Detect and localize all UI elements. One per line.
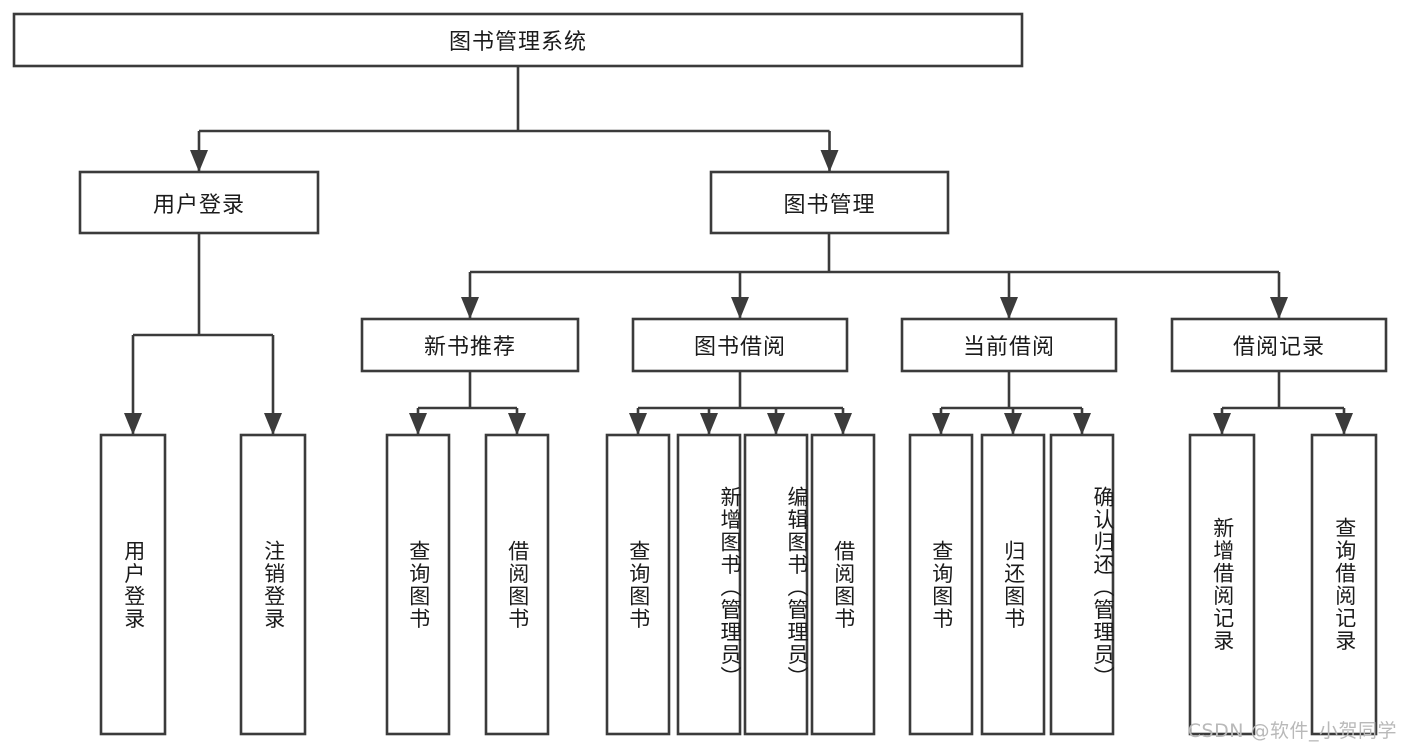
arrow-head-icon-leaf-logout bbox=[264, 413, 282, 435]
node-box-records[interactable] bbox=[1170, 317, 1388, 373]
arrow-head-icon-leaf-b-query bbox=[629, 413, 647, 435]
node-box-leaf-c-return[interactable] bbox=[980, 433, 1046, 736]
arrow-head-icon-newrec bbox=[461, 297, 479, 319]
node-box-root[interactable] bbox=[12, 12, 1024, 68]
arrow-head-icon-login bbox=[190, 150, 208, 172]
arrow-head-icon-records bbox=[1270, 297, 1288, 319]
node-box-borrow[interactable] bbox=[631, 317, 849, 373]
node-box-leaf-b-borrow[interactable] bbox=[810, 433, 876, 736]
node-box-leaf-logout[interactable] bbox=[239, 433, 307, 736]
arrow-head-icon-leaf-c-return bbox=[1004, 413, 1022, 435]
node-box-leaf-b-edit[interactable] bbox=[743, 433, 809, 736]
arrow-head-icon-borrow bbox=[731, 297, 749, 319]
node-box-leaf-c-confirm[interactable] bbox=[1049, 433, 1115, 736]
arrow-head-icon-leaf-user-login bbox=[124, 413, 142, 435]
arrow-head-icon-leaf-c-confirm bbox=[1073, 413, 1091, 435]
node-box-leaf-new-query[interactable] bbox=[385, 433, 451, 736]
node-box-leaf-c-query[interactable] bbox=[908, 433, 974, 736]
node-box-leaf-b-query[interactable] bbox=[605, 433, 671, 736]
node-box-leaf-r-query[interactable] bbox=[1310, 433, 1378, 736]
node-box-leaf-r-add[interactable] bbox=[1188, 433, 1256, 736]
arrow-head-icon-leaf-c-query bbox=[932, 413, 950, 435]
node-box-leaf-b-add[interactable] bbox=[676, 433, 742, 736]
arrow-head-icon-leaf-b-edit bbox=[767, 413, 785, 435]
connector-layer bbox=[124, 66, 1353, 435]
arrow-head-icon-bookmgr bbox=[820, 150, 839, 172]
node-box-login[interactable] bbox=[78, 170, 320, 235]
node-box-layer bbox=[12, 12, 1388, 736]
node-box-bookmgr[interactable] bbox=[709, 170, 950, 235]
arrow-head-icon-leaf-new-query bbox=[409, 413, 427, 435]
node-box-leaf-new-borrow[interactable] bbox=[484, 433, 550, 736]
node-box-newrec[interactable] bbox=[360, 317, 580, 373]
arrow-head-icon-leaf-b-add bbox=[700, 413, 718, 435]
node-box-leaf-user-login[interactable] bbox=[99, 433, 167, 736]
watermark-text: CSDN @软件_小贺同学 bbox=[1187, 720, 1397, 742]
arrow-head-icon-current bbox=[1000, 297, 1018, 319]
arrow-head-icon-leaf-b-borrow bbox=[834, 413, 852, 435]
arrow-head-icon-leaf-new-borrow bbox=[508, 413, 526, 435]
arrow-head-icon-leaf-r-query bbox=[1335, 413, 1353, 435]
node-box-current[interactable] bbox=[900, 317, 1118, 373]
arrow-head-icon-leaf-r-add bbox=[1213, 413, 1231, 435]
